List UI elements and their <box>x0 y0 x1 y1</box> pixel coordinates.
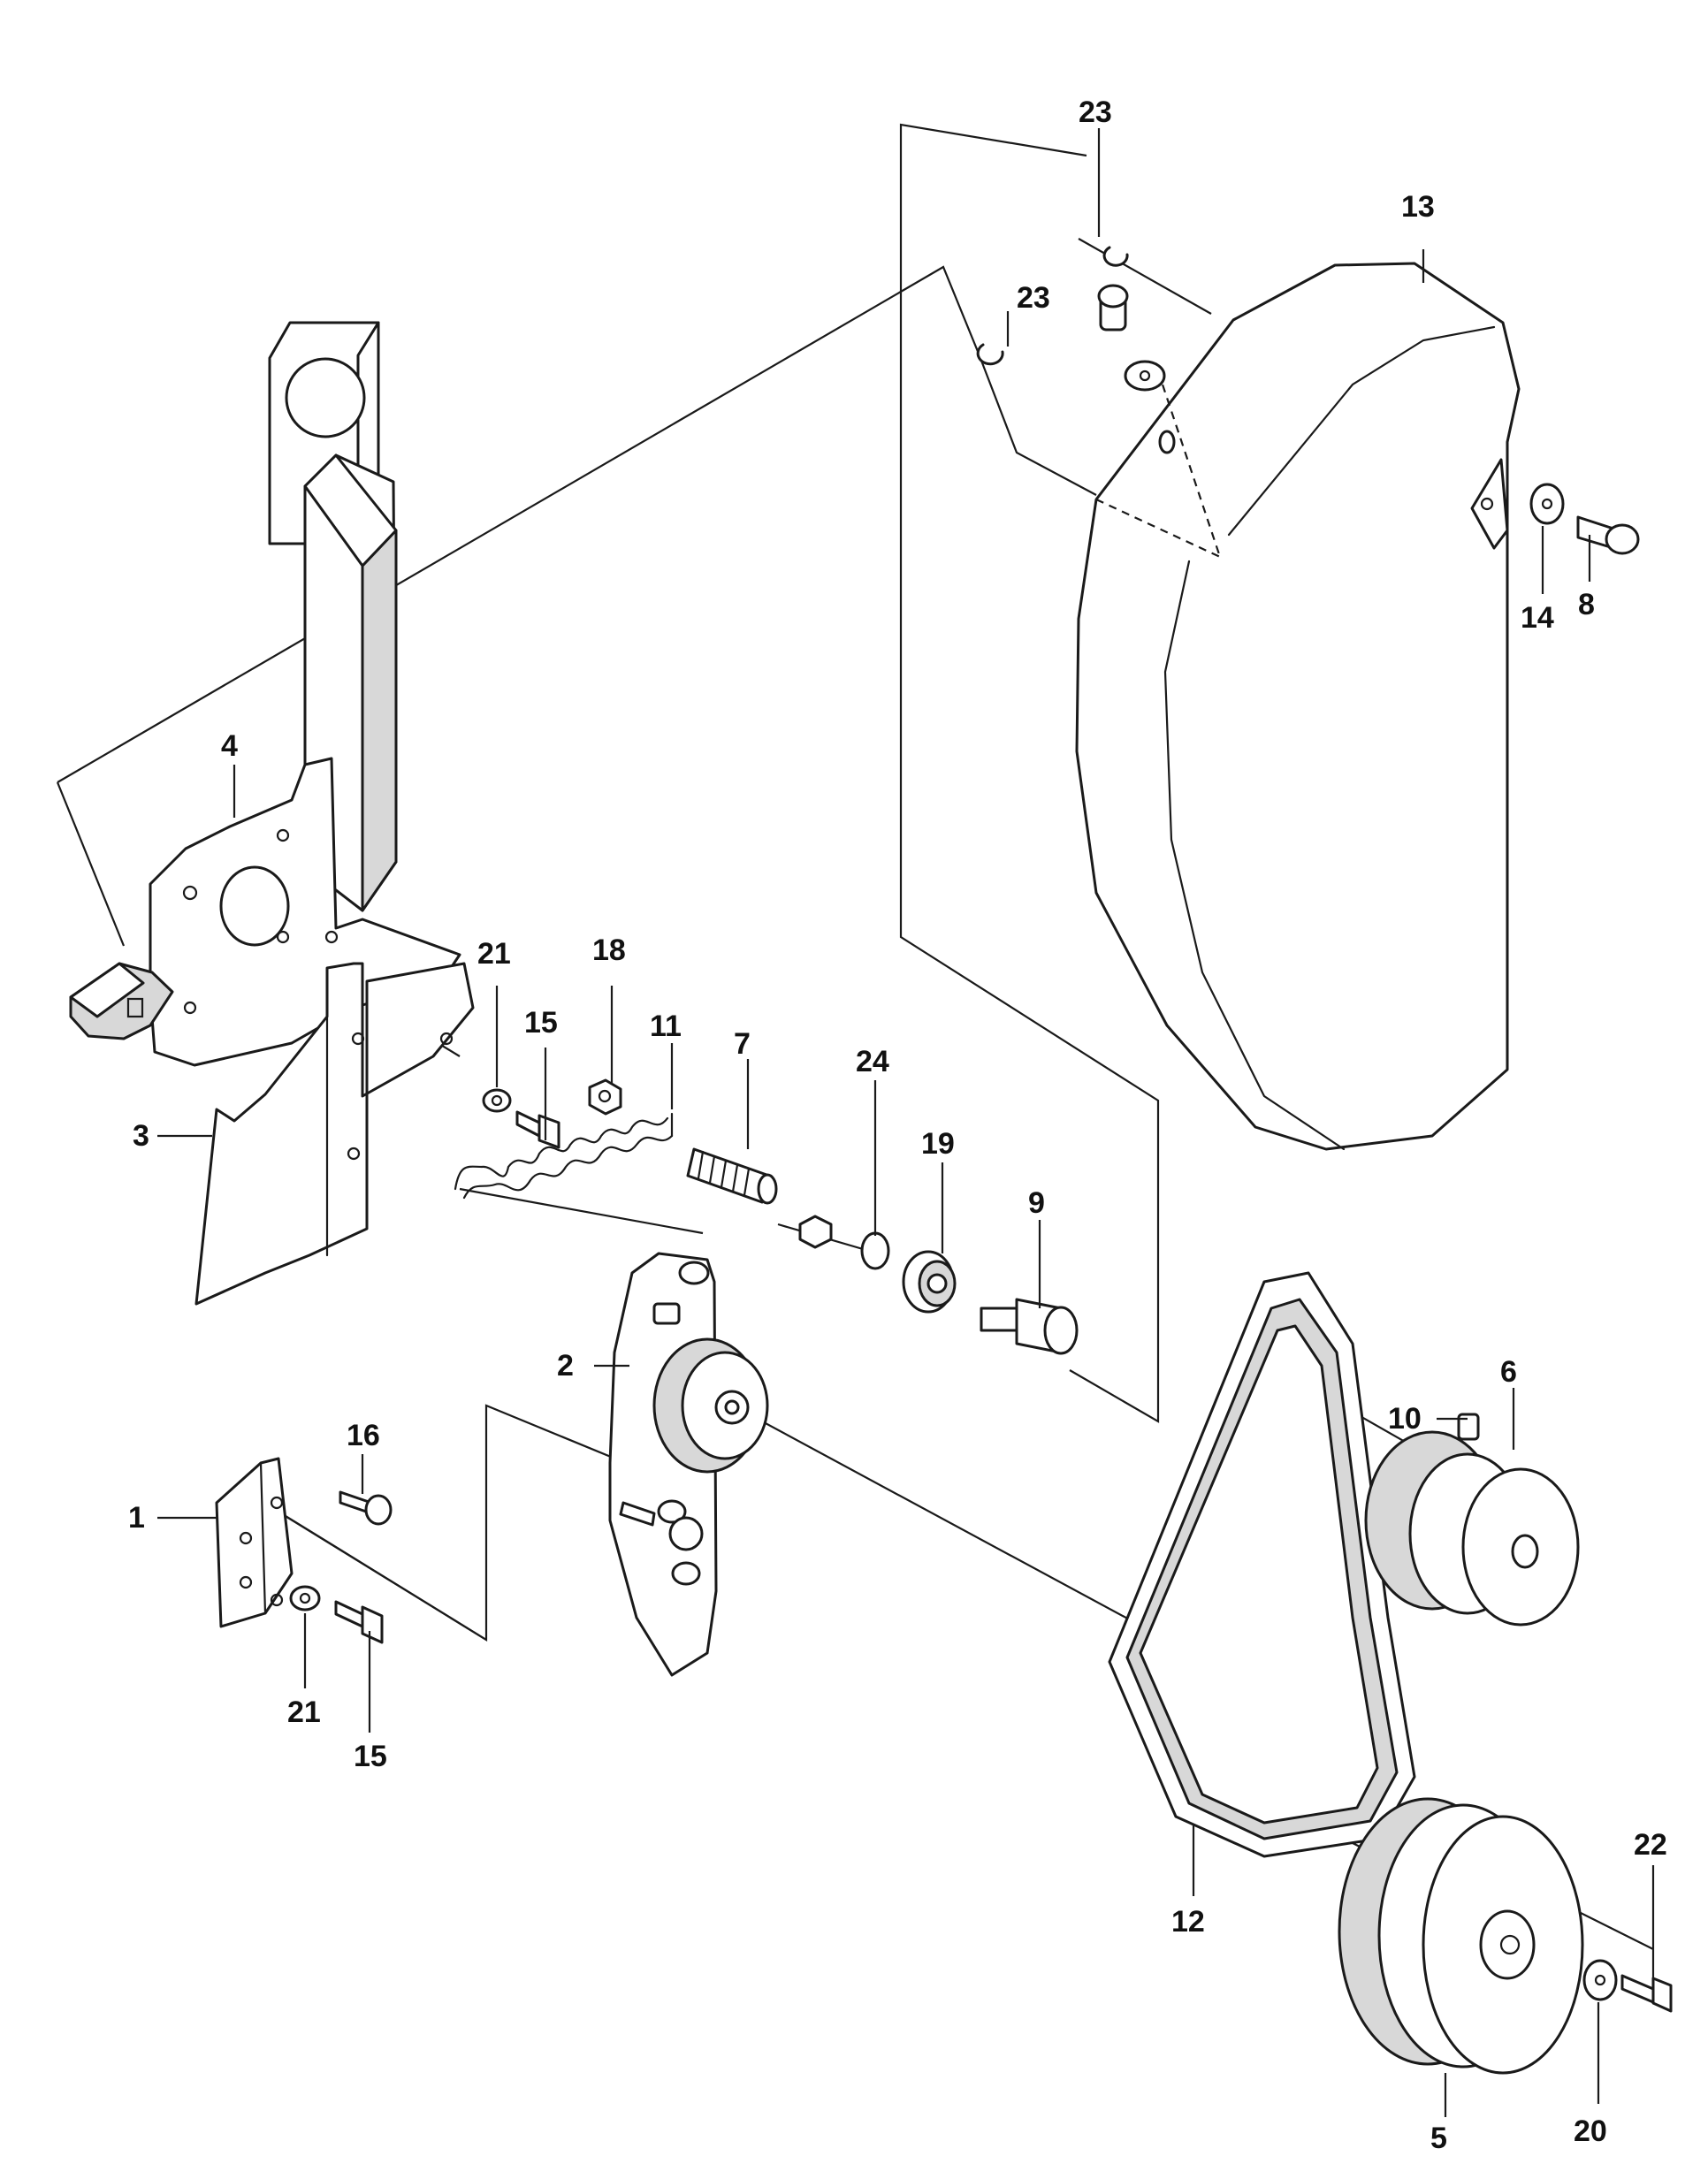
callout-24: 24 <box>856 1045 889 1078</box>
callout-6: 6 <box>1500 1355 1517 1389</box>
callout-14: 14 <box>1521 601 1554 635</box>
callout-16: 16 <box>347 1419 380 1452</box>
callout-numbers: 1 2 3 4 5 6 7 8 9 10 11 12 13 14 15 15 1… <box>128 95 1667 2155</box>
callout-1: 1 <box>128 1501 145 1535</box>
nut-small <box>798 1215 833 1249</box>
bolt-22 <box>1620 1974 1673 2013</box>
callout-10: 10 <box>1388 1402 1422 1436</box>
cover-screw-top <box>1097 284 1166 392</box>
callout-19: 19 <box>921 1127 955 1161</box>
callout-11: 11 <box>650 1010 682 1043</box>
callout-7: 7 <box>734 1027 751 1061</box>
belt-cover <box>1075 262 1521 1151</box>
washer-14 <box>1529 483 1565 525</box>
washer-20 <box>1582 1959 1618 2001</box>
washer-21-lower <box>289 1585 321 1611</box>
callout-22: 22 <box>1634 1828 1667 1862</box>
spring-11 <box>454 1112 674 1200</box>
idler-arm-2 <box>608 1252 769 1677</box>
v-belt-12 <box>1108 1271 1416 1858</box>
bearing-19 <box>902 1250 957 1314</box>
washer-21-upper <box>482 1088 512 1113</box>
bolt-15-lower <box>334 1600 384 1644</box>
pulley-5 <box>1338 1797 1584 2075</box>
callout-23-upper: 23 <box>1079 95 1112 129</box>
callout-8: 8 <box>1578 588 1595 621</box>
callout-12: 12 <box>1171 1905 1205 1939</box>
callout-21-lower: 21 <box>287 1695 321 1729</box>
callout-5: 5 <box>1430 2122 1447 2155</box>
latch-clip <box>69 962 174 1040</box>
pulley-6 <box>1364 1413 1580 1627</box>
callout-leaders <box>157 128 1655 2117</box>
bracket-plate-3 <box>194 962 475 1306</box>
callout-21-upper: 21 <box>477 937 511 971</box>
callout-15-upper: 15 <box>524 1006 558 1040</box>
threaded-rod-7 <box>686 1147 778 1205</box>
clip-23-upper <box>1102 246 1129 267</box>
callout-2: 2 <box>557 1349 574 1383</box>
callout-20: 20 <box>1574 2114 1607 2148</box>
callout-15-lower: 15 <box>354 1740 387 1773</box>
callout-13: 13 <box>1401 190 1435 224</box>
callout-18: 18 <box>592 933 626 967</box>
callout-23-lower: 23 <box>1017 281 1050 315</box>
clip-24 <box>860 1231 890 1270</box>
bolt-15-upper <box>515 1110 560 1149</box>
clip-23-lower <box>976 343 1004 366</box>
callout-3: 3 <box>133 1119 149 1153</box>
callout-4: 4 <box>221 729 238 763</box>
screw-8 <box>1576 515 1640 555</box>
lever-handle <box>268 321 398 912</box>
bolt-16 <box>339 1490 393 1526</box>
bushing-9 <box>980 1298 1079 1355</box>
nut-18 <box>588 1078 622 1116</box>
callout-9: 9 <box>1028 1186 1045 1220</box>
mounting-bracket-1 <box>215 1457 294 1628</box>
